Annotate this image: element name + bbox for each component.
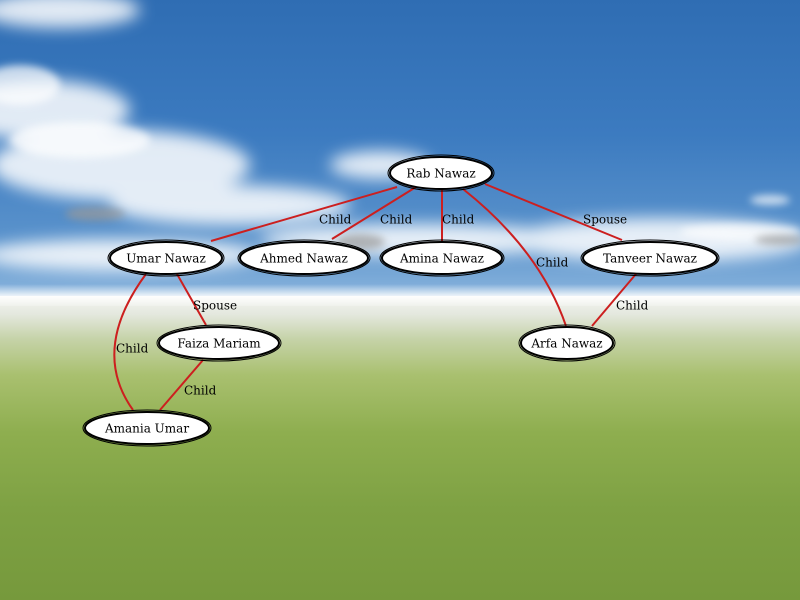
- edge-faiza-amania: [159, 359, 204, 411]
- node-label: Faiza Mariam: [177, 337, 261, 351]
- node-amania[interactable]: Amania Umar: [82, 409, 212, 447]
- edge-label-rab-umar: Child: [319, 213, 352, 227]
- edge-label-rab-tanveer: Spouse: [583, 213, 627, 227]
- ground-plane: [0, 296, 800, 600]
- edge-label-umar-faiza: Spouse: [193, 299, 237, 313]
- node-amina[interactable]: Amina Nawaz: [379, 239, 505, 277]
- node-outline: [379, 239, 505, 277]
- node-label: Arfa Nawaz: [530, 337, 602, 351]
- edge-label-tanveer-arfa: Child: [616, 299, 649, 313]
- node-ellipse: [381, 241, 503, 275]
- edge-label-umar-amania: Child: [116, 342, 149, 356]
- node-outline: [82, 409, 212, 447]
- node-ellipse: [239, 241, 369, 275]
- node-tanveer[interactable]: Tanveer Nawaz: [580, 239, 720, 277]
- node-outline: [107, 239, 225, 277]
- edges-layer: [113, 183, 637, 411]
- edge-label-faiza-amania: Child: [184, 384, 217, 398]
- node-label: Amina Nawaz: [399, 252, 484, 266]
- node-faiza[interactable]: Faiza Mariam: [156, 324, 282, 362]
- node-label: Ahmed Nawaz: [259, 252, 348, 266]
- node-label: Rab Nawaz: [406, 167, 475, 181]
- edge-label-rab-arfa: Child: [536, 256, 569, 270]
- node-outline: [387, 154, 495, 192]
- edge-umar-faiza: [176, 273, 207, 326]
- edge-rab-ahmed: [331, 186, 417, 240]
- edge-umar-amania: [113, 273, 147, 411]
- node-ellipse: [520, 326, 614, 360]
- edge-label-rab-amina: Child: [442, 213, 475, 227]
- node-outline: [580, 239, 720, 277]
- edge-rab-umar: [210, 186, 398, 242]
- node-ellipse: [109, 241, 223, 275]
- edge-label-rab-ahmed: Child: [380, 213, 413, 227]
- node-umar[interactable]: Umar Nawaz: [107, 239, 225, 277]
- edge-tanveer-arfa: [591, 273, 637, 327]
- node-outline: [237, 239, 371, 277]
- node-ahmed[interactable]: Ahmed Nawaz: [237, 239, 371, 277]
- node-ellipse: [389, 156, 493, 190]
- node-ellipse: [84, 411, 210, 445]
- node-rab[interactable]: Rab Nawaz: [387, 154, 495, 192]
- node-arfa[interactable]: Arfa Nawaz: [518, 324, 616, 362]
- horizon-haze: [0, 284, 800, 306]
- node-outline: [156, 324, 282, 362]
- node-label: Umar Nawaz: [126, 252, 206, 266]
- node-label: Tanveer Nawaz: [603, 252, 697, 266]
- edge-rab-arfa: [462, 188, 567, 327]
- node-outline: [518, 324, 616, 362]
- node-label: Amania Umar: [104, 422, 189, 436]
- node-ellipse: [582, 241, 718, 275]
- node-ellipse: [158, 326, 280, 360]
- edge-rab-tanveer: [484, 183, 623, 241]
